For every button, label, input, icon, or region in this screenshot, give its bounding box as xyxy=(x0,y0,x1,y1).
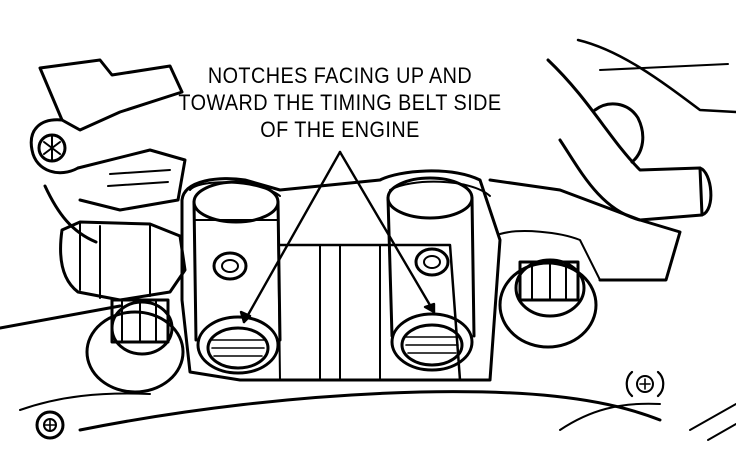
callout-line-3: OF THE ENGINE xyxy=(260,117,420,142)
leader-lines xyxy=(239,150,436,324)
callout-label: NOTCHES FACING UP AND TOWARD THE TIMING … xyxy=(178,62,502,143)
threaded-plug-left xyxy=(35,410,65,440)
coolant-pipe xyxy=(546,38,736,222)
left-bolt xyxy=(85,298,185,394)
right-head-casting xyxy=(488,178,682,282)
lower-casting xyxy=(0,304,736,441)
right-lifter-bore xyxy=(386,176,476,372)
left-head-casting xyxy=(59,220,187,302)
callout-line-2: TOWARD THE TIMING BELT SIDE xyxy=(178,90,502,115)
right-bolt xyxy=(498,258,598,349)
threaded-plug-right xyxy=(625,370,665,398)
wrench-tool xyxy=(29,58,187,244)
left-lifter-bore xyxy=(192,180,282,375)
callout-line-1: NOTCHES FACING UP AND xyxy=(207,63,473,88)
